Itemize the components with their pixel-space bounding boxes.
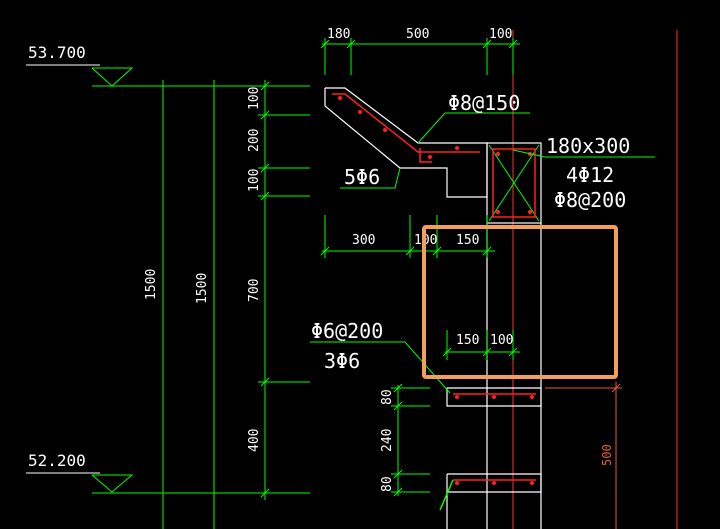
dim-100-top-right: 100: [489, 27, 512, 42]
dim-200: 200: [247, 129, 262, 152]
inner-dims: [442, 330, 520, 360]
mid-dims: [320, 215, 495, 258]
leader-slab-rebar: [417, 112, 530, 144]
label-beam-size: 180x300: [546, 134, 630, 158]
elevation-top-label: 53.700: [28, 43, 86, 62]
leader-beam: [512, 149, 655, 158]
elevation-bottom: 52.200: [26, 451, 305, 494]
dim-700: 700: [247, 279, 262, 302]
dim-80-lower: 80: [380, 476, 395, 492]
total-height-dims: [158, 80, 266, 529]
orange-dim: [545, 382, 622, 529]
top-dims: [320, 38, 520, 75]
dim-100-top: 100: [247, 87, 262, 110]
dim-400: 400: [247, 429, 262, 452]
dim-80-upper: 80: [380, 389, 395, 405]
label-beam-main: 4Φ12: [566, 163, 614, 187]
beam-cross: [488, 144, 540, 222]
dim-total-1500-a: 1500: [144, 269, 159, 300]
ledge-upper: [446, 387, 542, 407]
label-slope-bars: 5Φ6: [344, 165, 380, 189]
dim-100-inner: 100: [490, 333, 513, 348]
chain-dims-left: [258, 81, 310, 498]
label-beam-stirrup: Φ8@200: [554, 188, 626, 212]
beam-outline: [486, 142, 542, 224]
axis-lines: [512, 30, 678, 529]
leader-slope-bars: [340, 167, 401, 189]
dim-150-mid: 150: [456, 233, 479, 248]
highlight-box[interactable]: [422, 225, 618, 379]
label-slab-rebar: Φ8@150: [448, 91, 520, 115]
label-wall-stirrup: Φ6@200: [311, 319, 383, 343]
dim-500-orange: 500: [600, 444, 614, 466]
dim-total-1500-b: 1500: [195, 273, 210, 304]
concrete-outline: [324, 87, 542, 529]
dim-150-inner: 150: [456, 333, 479, 348]
lower-dims: [391, 383, 430, 497]
ledge-lower: [446, 473, 542, 493]
rebar-slope-top: [332, 93, 480, 153]
canopy-outline: [324, 87, 488, 198]
rebar-beam-stirrup: [492, 148, 536, 218]
elevation-top: 53.700: [26, 43, 305, 87]
dim-180: 180: [327, 27, 350, 42]
dim-500-top: 500: [406, 27, 429, 42]
dim-100-mid: 100: [247, 169, 262, 192]
rebar-dots: [338, 96, 534, 485]
rebar-hook: [419, 148, 432, 163]
dim-240: 240: [380, 429, 395, 452]
rebar: [332, 93, 536, 511]
dim-300: 300: [352, 233, 375, 248]
label-wall-bars: 3Φ6: [324, 349, 360, 373]
elevation-bottom-label: 52.200: [28, 451, 86, 470]
